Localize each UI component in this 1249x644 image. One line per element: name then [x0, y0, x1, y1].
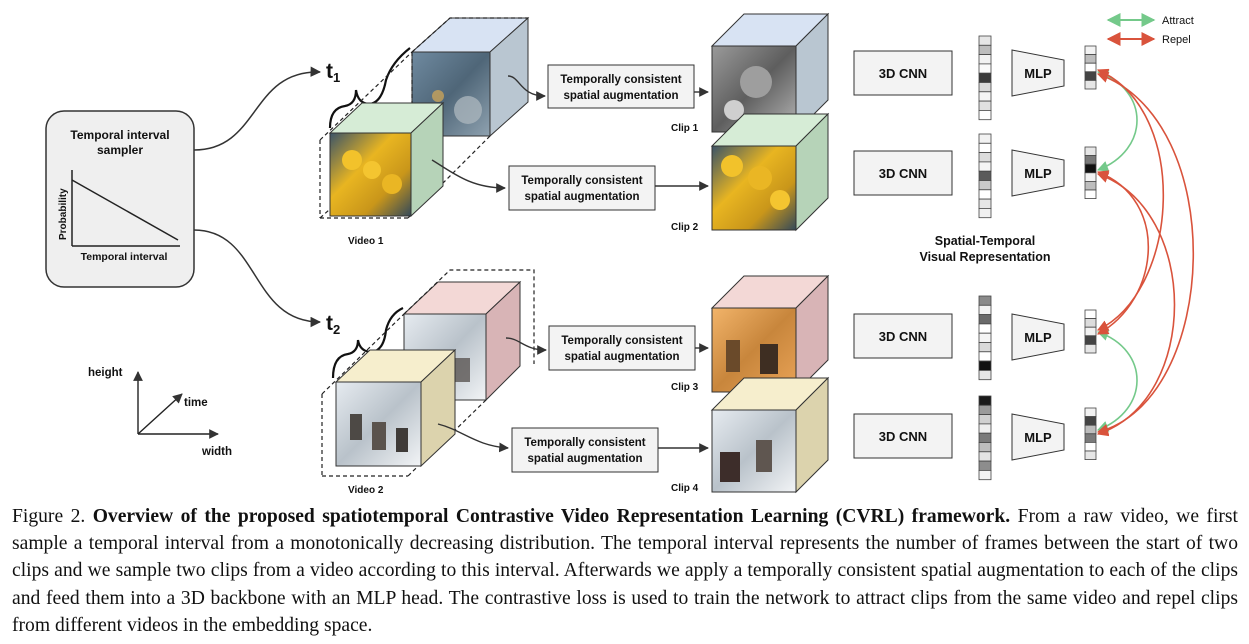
repel-arc-2-3: [1096, 170, 1150, 335]
clip4-label: Clip 4: [671, 483, 699, 494]
clip2-cube: [710, 112, 830, 232]
aug2-line2: spatial augmentation: [524, 191, 639, 203]
axes-height-label: height: [88, 367, 123, 379]
embedding-column-2: [1084, 146, 1097, 200]
cnn-box-1: [853, 50, 953, 96]
sampler-title-line2: sampler: [97, 143, 143, 157]
video1-bounding-dashed: [319, 17, 528, 219]
cnn-label-1: 3D CNN: [879, 66, 927, 81]
cvrl-diagram: Attract Repel Temporal interval sampler …: [45, 12, 1195, 496]
embedding-column-3: [1084, 309, 1097, 354]
axes-icon: height time width: [88, 367, 232, 458]
aug1-line2: spatial augmentation: [563, 90, 678, 102]
t2-base: t: [326, 312, 333, 335]
feature-column-3: [978, 295, 992, 381]
svg-text:t2: t2: [326, 312, 340, 337]
feature-column-2: [978, 133, 992, 219]
clip4-cube: [710, 376, 830, 494]
cnn-label-4: 3D CNN: [879, 429, 927, 444]
clip3-cube: [710, 274, 830, 394]
contrastive-arcs: [1096, 68, 1195, 437]
aug3-line1: Temporally consistent: [561, 335, 682, 347]
mlp-head-4: [1011, 413, 1065, 461]
interval-t2: t2: [326, 307, 404, 379]
feature-column-1: [978, 35, 992, 121]
cnn-feature-columns: [978, 35, 992, 481]
repel-arc-1-4: [1096, 72, 1195, 435]
cnn-boxes: 3D CNN 3D CNN 3D CNN 3D CNN: [853, 50, 953, 459]
sampler-to-t1-arrow: [193, 66, 322, 151]
augmentation-row-2: Temporally consistent spatial augmentati…: [431, 159, 709, 211]
caption-prefix: Figure 2.: [12, 506, 93, 527]
mlp-label-3: MLP: [1024, 330, 1052, 345]
axes-time-label: time: [184, 397, 208, 409]
mlp-head-1: [1011, 49, 1065, 97]
mlp-heads: MLP MLP MLP MLP: [1011, 49, 1065, 461]
embedding-columns: [1084, 45, 1097, 461]
legend-attract-label: Attract: [1162, 15, 1194, 27]
aug4-line2: spatial augmentation: [527, 453, 642, 465]
augmentation-row-1: Temporally consistent spatial augmentati…: [507, 64, 709, 109]
clip2-label: Clip 2: [671, 222, 699, 233]
augmentation-row-3: Temporally consistent spatial augmentati…: [505, 325, 709, 371]
mlp-label-2: MLP: [1024, 166, 1052, 181]
representation-line1: Spatial-Temporal: [935, 234, 1035, 248]
video1-clip-cube-front: [328, 101, 445, 218]
embedding-column-4: [1084, 407, 1097, 461]
sampler-title-line1: Temporal interval: [70, 128, 169, 142]
mlp-label-1: MLP: [1024, 66, 1052, 81]
sampler-x-label: Temporal interval: [81, 251, 168, 263]
video2-bounding-dashed: [321, 269, 535, 477]
mlp-head-2: [1011, 149, 1065, 197]
attract-arc-bottom: [1096, 330, 1138, 432]
caption-body: From a raw video, we first sample a temp…: [12, 506, 1238, 636]
svg-text:t1: t1: [326, 60, 340, 85]
video1-label: Video 1: [348, 236, 384, 247]
legend: Attract Repel: [1106, 13, 1194, 46]
figure-caption: Figure 2. Overview of the proposed spati…: [12, 503, 1238, 639]
repel-arc-2-4: [1096, 172, 1176, 437]
clip1-label: Clip 1: [671, 123, 699, 134]
augmentation-row-4: Temporally consistent spatial augmentati…: [437, 423, 709, 473]
cnn-label-2: 3D CNN: [879, 166, 927, 181]
temporal-interval-sampler: Temporal interval sampler Probability Te…: [45, 110, 195, 288]
aug1-line1: Temporally consistent: [560, 74, 681, 86]
mlp-label-4: MLP: [1024, 430, 1052, 445]
t1-subscript: 1: [333, 70, 340, 85]
axes-width-label: width: [201, 446, 232, 458]
caption-bold-title: Overview of the proposed spatiotemporal …: [92, 506, 1011, 527]
attract-arc-top: [1096, 70, 1138, 172]
cnn-label-3: 3D CNN: [879, 329, 927, 344]
video2-label: Video 2: [348, 485, 384, 496]
sampler-to-t2-arrow: [193, 229, 322, 328]
repel-arc-1-3: [1096, 68, 1165, 331]
t1-base: t: [326, 60, 333, 83]
aug3-line2: spatial augmentation: [564, 351, 679, 363]
aug2-line1: Temporally consistent: [521, 175, 642, 187]
t2-brace: [331, 307, 404, 379]
embedding-column-1: [1084, 45, 1097, 90]
legend-repel-label: Repel: [1162, 34, 1191, 46]
t2-subscript: 2: [333, 322, 340, 337]
clip3-label: Clip 3: [671, 382, 699, 393]
cnn-box-2: [853, 150, 953, 196]
aug4-line1: Temporally consistent: [524, 437, 645, 449]
cnn-box-4: [853, 413, 953, 459]
video2-clip-cube-front: [334, 348, 457, 468]
cnn-box-3: [853, 313, 953, 359]
sampler-y-label: Probability: [58, 188, 69, 240]
representation-line2: Visual Representation: [919, 250, 1050, 264]
mlp-head-3: [1011, 313, 1065, 361]
decreasing-distribution-line: [71, 179, 179, 241]
feature-column-4: [978, 395, 992, 481]
